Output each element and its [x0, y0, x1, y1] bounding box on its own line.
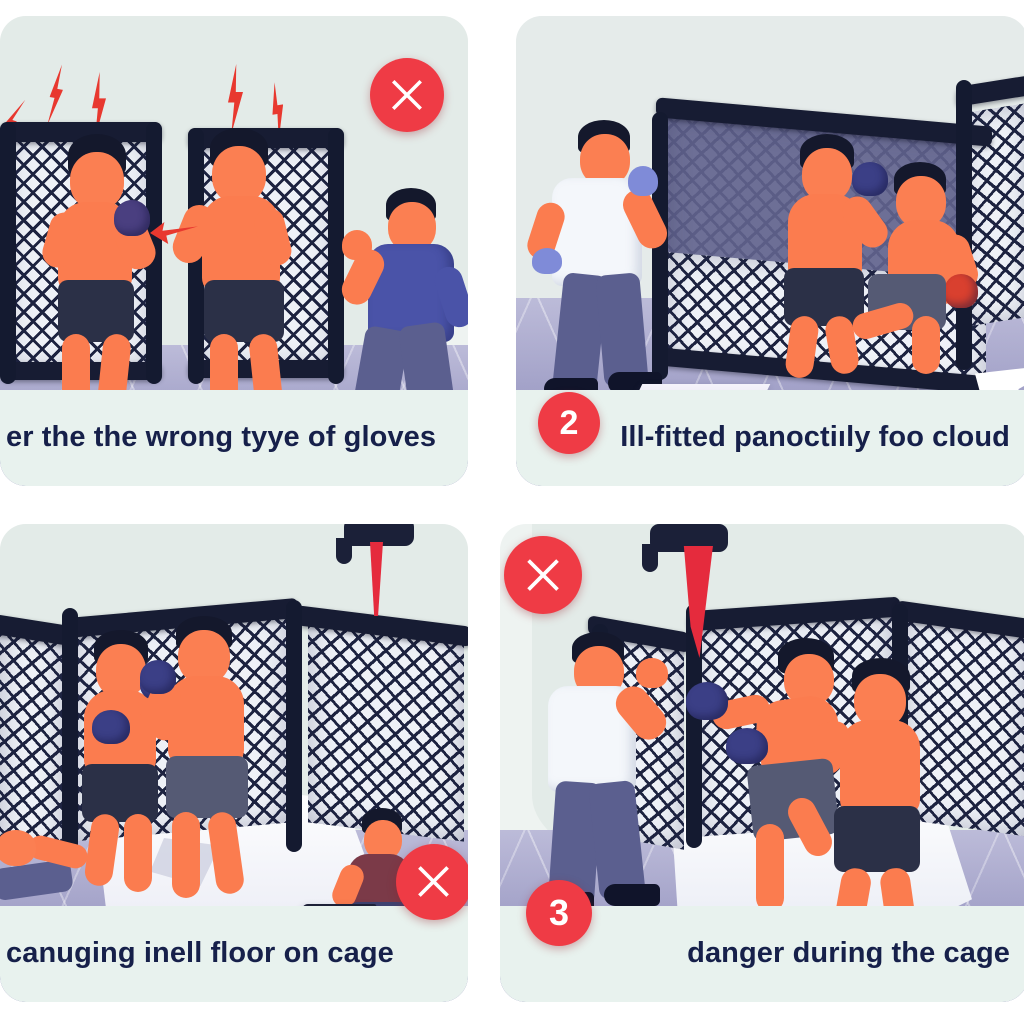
cage-mesh-panel	[0, 624, 64, 860]
fist	[342, 230, 372, 260]
cage-post	[286, 600, 302, 852]
badge-number-text: 2	[559, 403, 579, 442]
boxing-glove	[114, 200, 150, 236]
badge-step-number[interactable]: 2	[538, 392, 600, 454]
panel-4-caption-text: danger during the cage	[687, 937, 1010, 970]
cage-mesh-panel	[904, 611, 1024, 837]
panel-2[interactable]: 2 Ill-fitted panoctiıly foo cloud	[516, 16, 1024, 486]
badge-x-mark[interactable]	[504, 536, 582, 614]
badge-x-mark[interactable]	[396, 844, 468, 920]
x-icon	[418, 866, 450, 898]
panel-3-caption: canuging inell floor on cage	[0, 906, 468, 1002]
flag-clamp-hook	[642, 544, 658, 572]
x-icon	[527, 559, 559, 591]
latex-glove	[532, 248, 562, 274]
panel-4[interactable]: 3 danger during the cage	[500, 524, 1024, 1002]
fist	[636, 658, 668, 688]
latex-glove	[628, 166, 658, 196]
cage-post	[0, 122, 16, 384]
boxing-glove	[686, 682, 728, 720]
badge-x-mark[interactable]	[370, 58, 444, 132]
badge-number-text: 3	[548, 892, 570, 933]
cage-post	[328, 128, 344, 384]
panel-1[interactable]: er the the wrong tyye of gloves	[0, 16, 468, 486]
panel-3-caption-text: canuging inell floor on cage	[6, 937, 394, 970]
cage-post	[62, 608, 78, 856]
panel-1-caption-text: er the the wrong tyye of gloves	[6, 421, 437, 454]
badge-step-number[interactable]: 3	[526, 880, 592, 946]
cage-post	[686, 604, 702, 848]
clamp-tool-hook	[336, 538, 352, 564]
cage-post	[956, 80, 972, 370]
boxing-glove	[944, 274, 978, 308]
cage-rail	[0, 122, 162, 142]
boxing-glove	[92, 710, 130, 744]
boxing-glove	[852, 162, 888, 196]
boxing-glove	[726, 728, 768, 764]
boxing-glove	[140, 660, 176, 694]
panel-3[interactable]: canuging inell floor on cage	[0, 524, 468, 1002]
x-icon	[392, 80, 422, 110]
panel-1-caption: er the the wrong tyye of gloves	[0, 390, 468, 486]
clamp-tool	[344, 524, 414, 546]
panel-2-caption-text: Ill-fitted panoctiıly foo cloud	[620, 421, 1010, 454]
panel-2-caption: Ill-fitted panoctiıly foo cloud	[516, 390, 1024, 486]
